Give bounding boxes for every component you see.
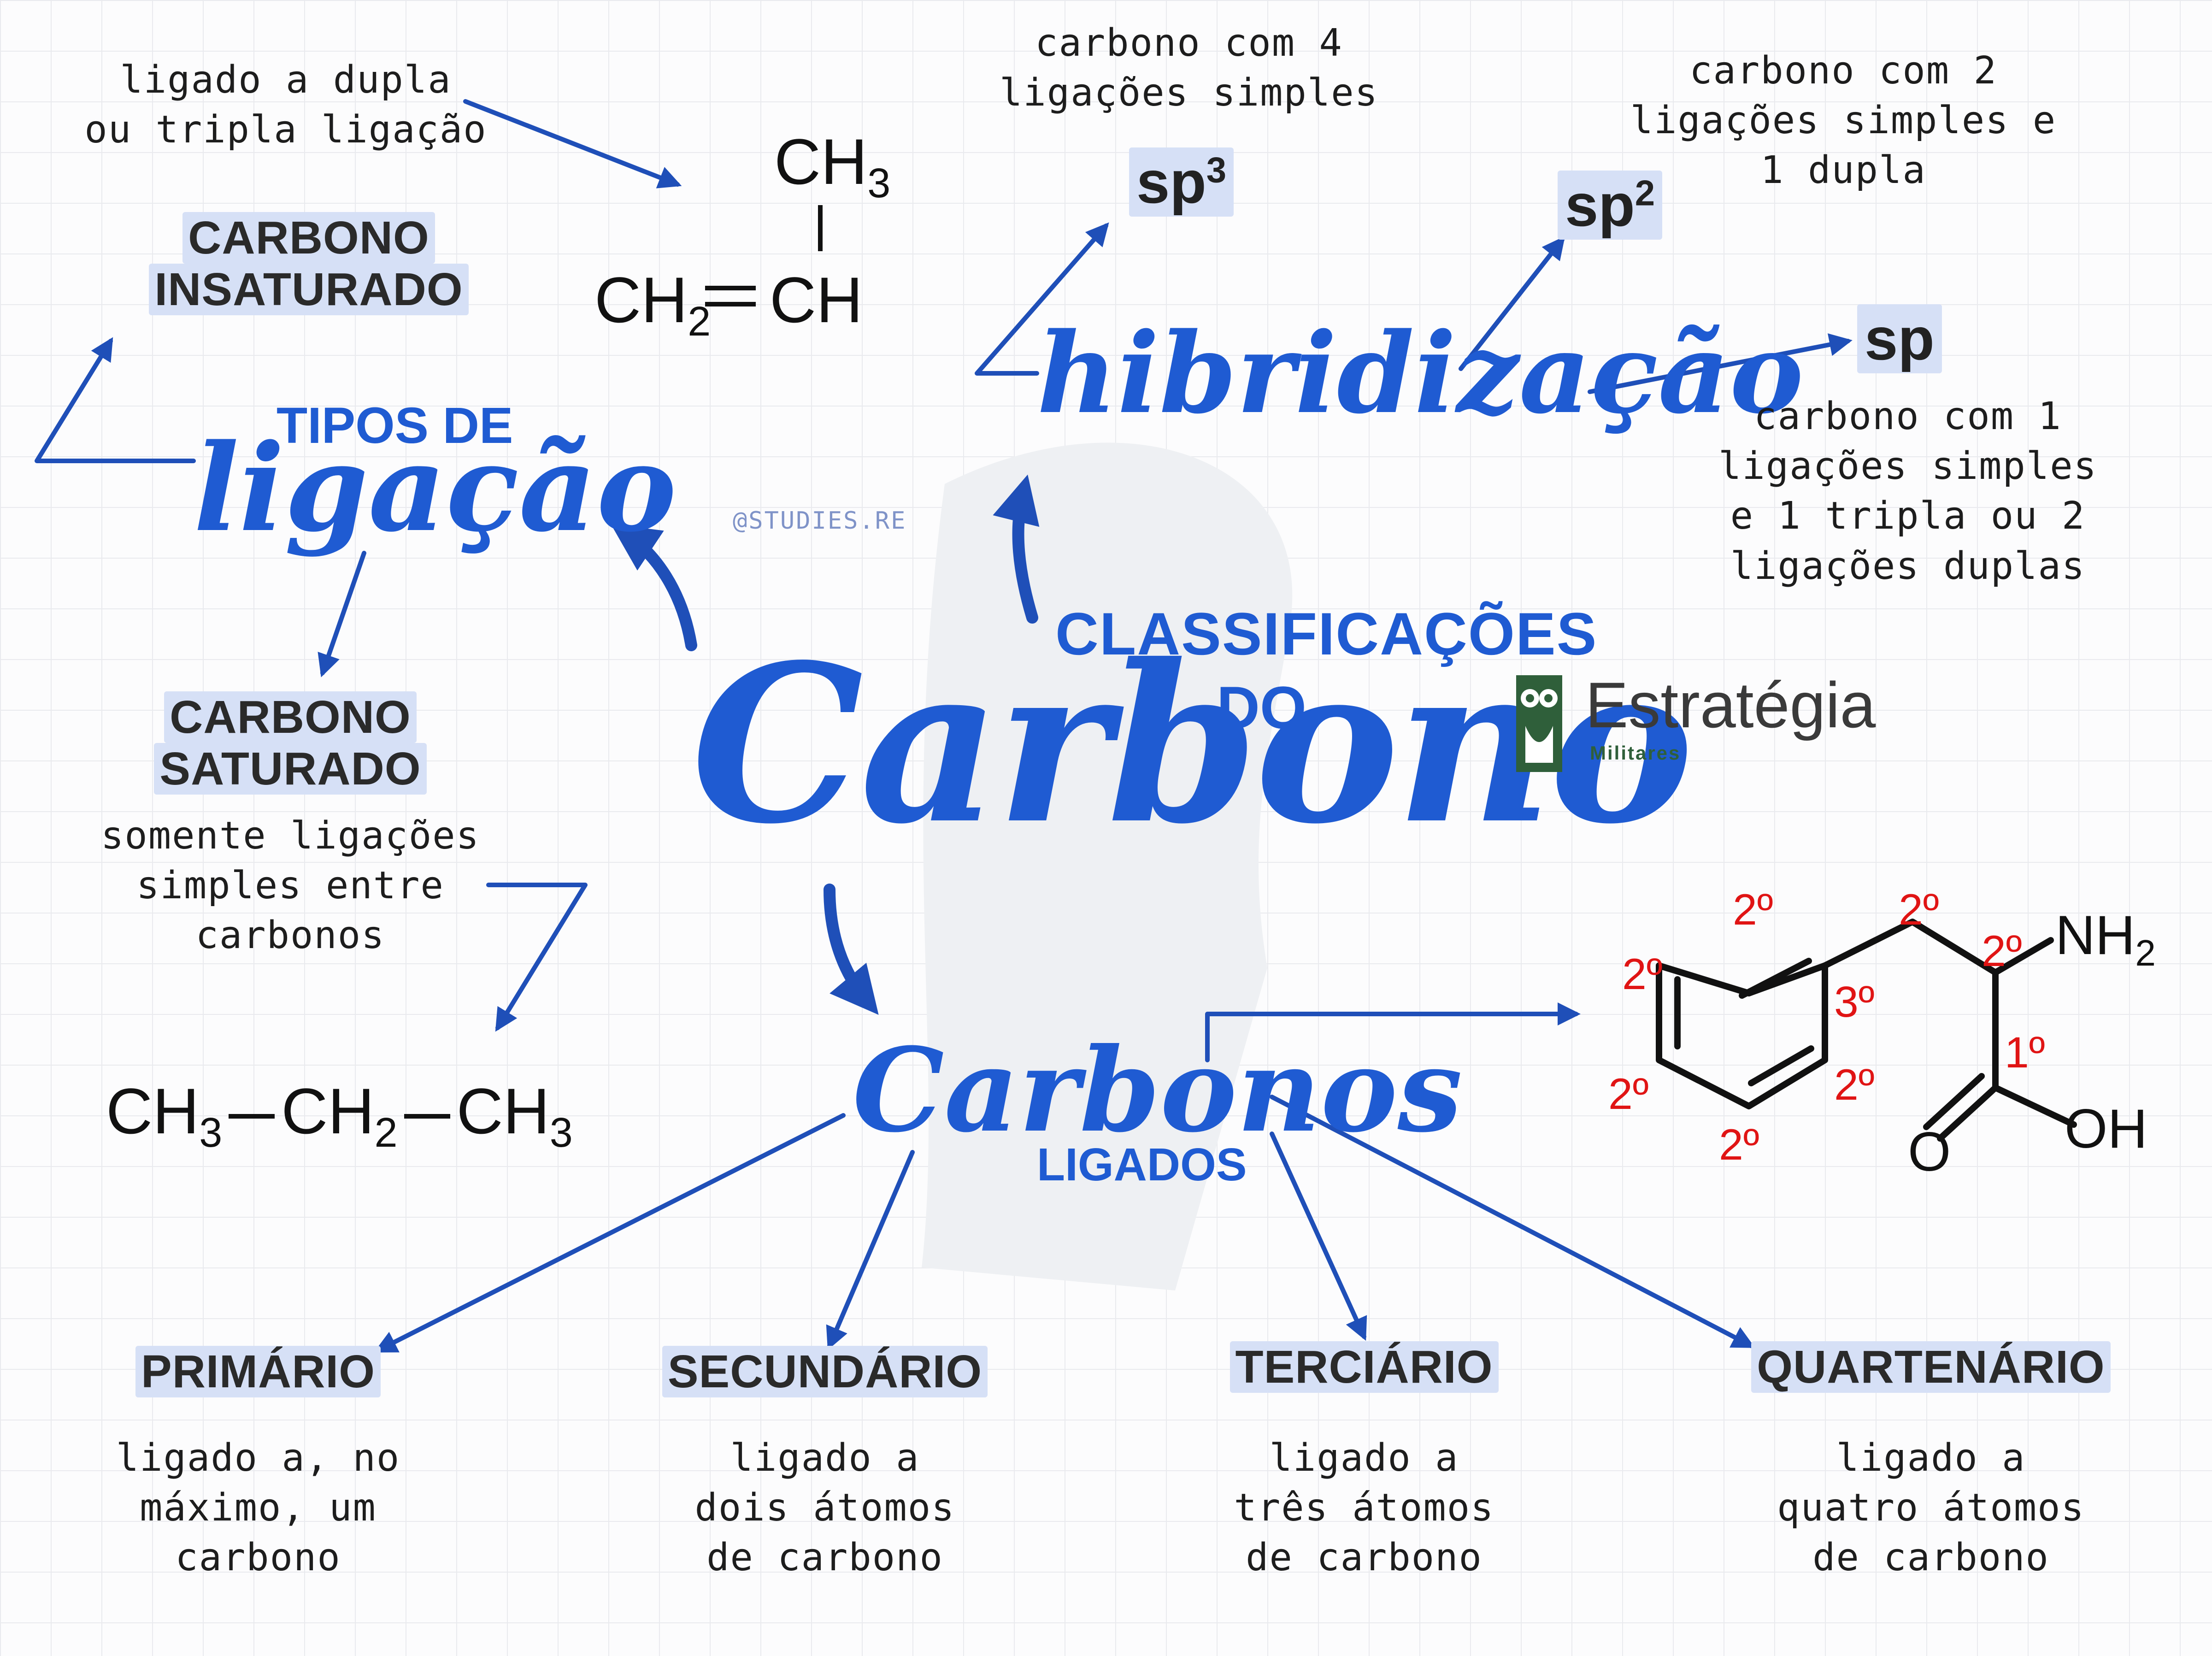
carbonos-script: Carbonos bbox=[853, 1022, 1463, 1158]
saturado-label-text: CARBONO SATURADO bbox=[154, 691, 427, 795]
insaturado-label: CARBONO INSATURADO bbox=[124, 212, 493, 315]
degree-label: 2º bbox=[1608, 1070, 1649, 1119]
type-primario-label: PRIMÁRIO bbox=[83, 1346, 433, 1397]
arrow-to-molecule bbox=[1205, 1002, 1581, 1062]
type-terciario-label: TERCIÁRIO bbox=[1180, 1341, 1548, 1393]
sp3-label: sp3 bbox=[1129, 147, 1234, 217]
title-prefix: CLASSIFICAÇÕES bbox=[1055, 600, 1598, 667]
type-terciario-note: ligado a três átomos de carbono bbox=[1234, 1436, 1494, 1580]
degree-label: 3º bbox=[1834, 978, 1875, 1026]
sp3-note: carbono com 4 ligações simples bbox=[1000, 21, 1378, 115]
curved-arrow-to-hibridizacao bbox=[993, 474, 1040, 624]
arrow-note-to-formula bbox=[463, 99, 682, 189]
type-secundario-note: ligado a dois átomos de carbono bbox=[694, 1436, 955, 1580]
insaturado-ch: CH bbox=[770, 264, 863, 336]
type-primario-note: ligado a, no máximo, um carbono bbox=[116, 1436, 400, 1580]
insaturado-note: ligado a dupla ou tripla ligação bbox=[84, 58, 487, 152]
title-connector: DO bbox=[1217, 674, 1306, 741]
sp-label: sp bbox=[1857, 304, 1942, 373]
arrow-note-to-saturado-formula bbox=[486, 883, 588, 1032]
molecule-oh: OH bbox=[2065, 1098, 2147, 1160]
curved-arrow-to-carbonos bbox=[824, 884, 879, 1015]
type-secundario-label: SECUNDÁRIO bbox=[627, 1346, 1023, 1397]
degree-label: 2º bbox=[1899, 885, 1939, 934]
tipos-script: ligação bbox=[194, 418, 677, 559]
owl-logo-icon bbox=[1516, 675, 1562, 772]
curved-arrow-to-tipos bbox=[611, 524, 697, 651]
insaturado-double-bond-top bbox=[705, 286, 756, 290]
arrow-to-primario bbox=[374, 1113, 846, 1353]
degree-label: 2º bbox=[1719, 1120, 1759, 1169]
arrow-to-insaturado bbox=[35, 337, 196, 463]
carbonos-caps: LIGADOS bbox=[1037, 1139, 1247, 1190]
sp2-label: sp2 bbox=[1558, 171, 1663, 240]
degree-label: 1º bbox=[2005, 1028, 2045, 1077]
brand-sub: Militares bbox=[1590, 742, 1681, 764]
insaturado-label-text: CARBONO INSATURADO bbox=[149, 212, 469, 315]
hibridizacao-script: hibridização bbox=[1037, 308, 1804, 438]
degree-label: 2º bbox=[1982, 927, 2022, 976]
type-quartenario-note: ligado a quatro átomos de carbono bbox=[1777, 1436, 2085, 1580]
watermark-text: @STUDIES.RE bbox=[733, 507, 907, 535]
insaturado-double-bond-bottom bbox=[705, 302, 756, 306]
molecule-o: O bbox=[1908, 1121, 1951, 1183]
arrow-to-quartenario bbox=[1270, 1095, 1755, 1348]
arrow-to-terciario bbox=[1270, 1132, 1367, 1341]
sp2-note: carbono com 2 ligações simples e 1 dupla bbox=[1630, 49, 2057, 193]
molecule-nh2: NH2 bbox=[2055, 904, 2156, 973]
arrow-to-saturado bbox=[318, 551, 366, 678]
degree-label: 2º bbox=[1622, 950, 1663, 999]
watermark-silhouette bbox=[922, 442, 1293, 1291]
saturado-note: somente ligações simples entre carbonos bbox=[101, 814, 480, 958]
tipos-caps: TIPOS DE bbox=[276, 397, 513, 454]
arrow-to-sp2 bbox=[1459, 236, 1565, 371]
brand-name: Estratégia bbox=[1585, 669, 1876, 741]
sp-note: carbono com 1 ligações simples e 1 tripl… bbox=[1718, 395, 2097, 588]
insaturado-single-bond bbox=[818, 205, 823, 251]
insaturado-ch2: CH2 bbox=[594, 264, 711, 345]
arrow-to-sp bbox=[1588, 333, 1853, 394]
arrow-to-sp3 bbox=[975, 222, 1109, 376]
type-quartenario-label: QUARTENÁRIO bbox=[1714, 1341, 2147, 1393]
saturado-label: CARBONO SATURADO bbox=[106, 691, 475, 795]
degree-label: 2º bbox=[1733, 885, 1773, 934]
degree-label: 2º bbox=[1834, 1061, 1875, 1109]
insaturado-ch3: CH3 bbox=[774, 125, 891, 206]
arrow-to-secundario bbox=[826, 1150, 915, 1350]
